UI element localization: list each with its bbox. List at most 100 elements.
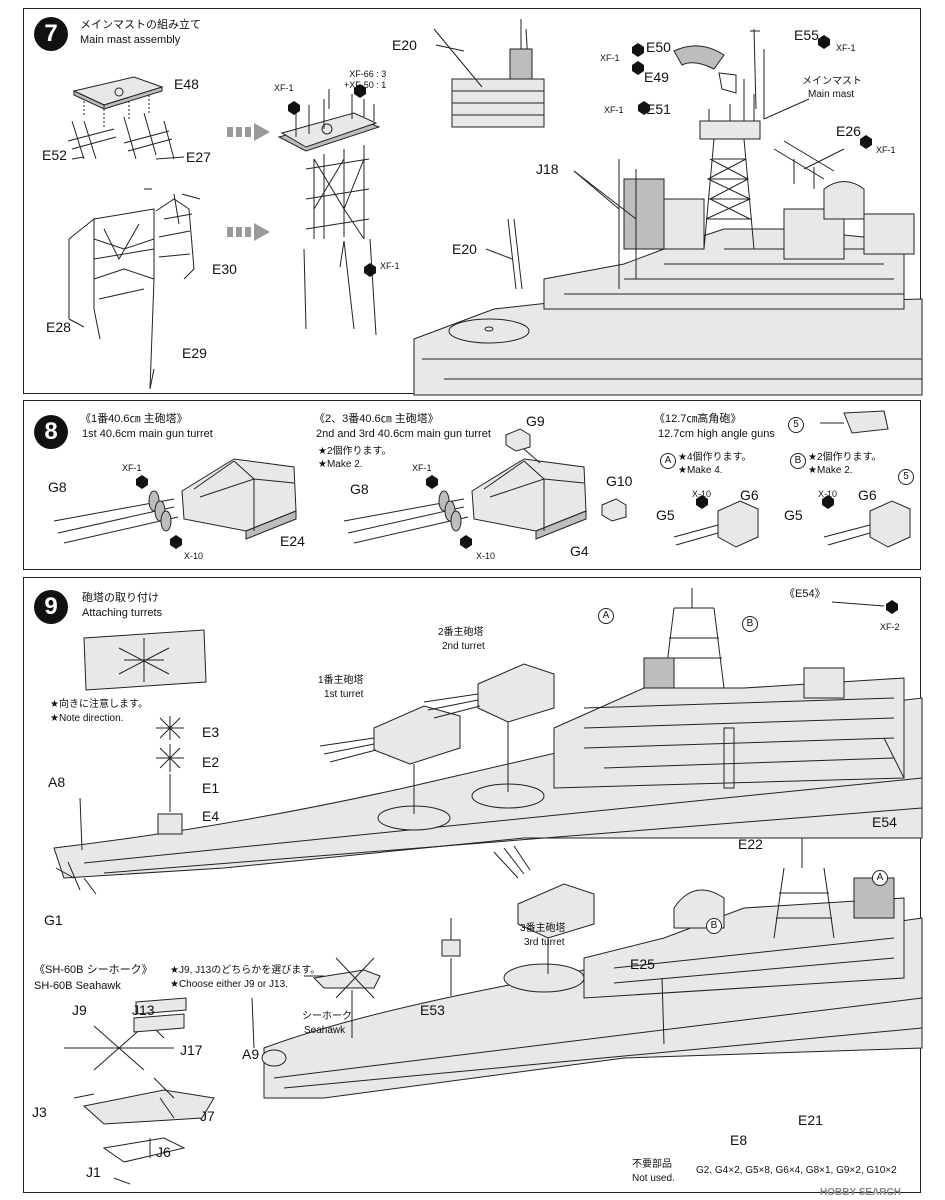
part-label-e26: E26 <box>836 123 861 139</box>
turret1-title-jp: 《1番40.6㎝ 主砲塔》 <box>80 413 188 425</box>
watermark: HOBBY SEARCH <box>820 1187 901 1198</box>
step7-number: 7 <box>34 17 68 51</box>
part-label-e1: E1 <box>202 780 220 796</box>
step9-panel: 9 砲塔の取り付け Attaching turrets ★向きに注意します。 ★… <box>23 577 923 1193</box>
step9-title-jp: 砲塔の取り付け <box>82 592 159 604</box>
step9-number: 9 <box>34 590 68 624</box>
paint-x10-a: X-10 <box>692 489 712 499</box>
part-label-e55: E55 <box>794 27 819 43</box>
direction-note-en: ★Note direction. <box>50 713 124 724</box>
e54-title: 《E54》 <box>784 588 826 600</box>
part-label-e27: E27 <box>186 149 211 165</box>
ship-main-mast-drawing <box>413 19 923 396</box>
platform-assembly-drawing <box>67 76 381 390</box>
step9-title-en: Attaching turrets <box>82 607 163 619</box>
hag-b-en: ★Make 2. <box>808 465 853 476</box>
marker-five: 5 <box>788 417 804 433</box>
turret1-title-en: 1st 40.6cm main gun turret <box>82 428 213 440</box>
part-label-j17: J17 <box>180 1042 203 1058</box>
unused-label-jp: 不要部品 <box>632 1159 672 1170</box>
step8-number: 8 <box>34 415 68 449</box>
paint-label-mix: XF-66 : 3 +XF-50 : 1 <box>344 69 387 90</box>
paint-label-xf1-e26: XF-1 <box>876 145 896 155</box>
part-label-e20-side: E20 <box>452 241 477 257</box>
part-label-g9: G9 <box>526 413 545 429</box>
marker-five-b: 5 <box>898 469 914 485</box>
marker-b: B <box>790 453 806 469</box>
paint-xf1-t1: XF-1 <box>122 463 142 473</box>
part-label-g4: G4 <box>570 543 589 559</box>
turret2-label-jp: 2番主砲塔 <box>438 627 484 638</box>
part-label-j9: J9 <box>72 1002 87 1018</box>
heli-note-jp: ★J9, J13のどちらかを選びます。 <box>170 965 321 976</box>
turret23-title-jp: 《2、3番40.6㎝ 主砲塔》 <box>314 413 439 425</box>
part-label-e48: E48 <box>174 76 199 92</box>
part-label-g6-a: G6 <box>740 487 759 503</box>
part-label-e2: E2 <box>202 754 220 770</box>
part-label-g5-a: G5 <box>656 507 675 523</box>
main-mast-label-en: Main mast <box>808 89 855 100</box>
part-label-e52: E52 <box>42 147 67 163</box>
paint-xf1-t2: XF-1 <box>412 463 432 473</box>
seahawk-small-en: Seahawk <box>304 1025 346 1036</box>
hag-title-en: 12.7cm high angle guns <box>658 428 775 440</box>
part-label-j1: J1 <box>86 1164 101 1180</box>
paint-x10-b: X-10 <box>818 489 838 499</box>
step7-title-jp: メインマストの組み立て <box>80 19 201 31</box>
part-label-e49: E49 <box>644 69 669 85</box>
part-label-g5-b: G5 <box>784 507 803 523</box>
part-label-e25: E25 <box>630 956 655 972</box>
part-label-e30: E30 <box>212 261 237 277</box>
part-label-g6-b: G6 <box>858 487 877 503</box>
part-label-e8: E8 <box>730 1132 748 1148</box>
part-label-e54: E54 <box>872 814 897 830</box>
turret1-label-jp: 1番主砲塔 <box>318 675 364 686</box>
turrets-drawing <box>53 410 911 549</box>
marker-a-aft: A <box>872 870 888 886</box>
part-label-g8-t1: G8 <box>48 479 67 495</box>
heli-title-en: SH-60B Seahawk <box>34 980 121 992</box>
hag-a-en: ★Make 4. <box>678 465 723 476</box>
part-label-e29: E29 <box>182 345 207 361</box>
part-label-e22: E22 <box>738 836 763 852</box>
heli-title-jp: 《SH-60B シーホーク》 <box>34 964 153 976</box>
paint-label-xf1-b: XF-1 <box>380 261 400 271</box>
part-label-g1: G1 <box>44 912 63 928</box>
seahawk-small-jp: シーホーク <box>302 1011 352 1022</box>
part-label-e51: E51 <box>646 101 671 117</box>
marker-b-aft: B <box>706 918 722 934</box>
paint-x10-t1: X-10 <box>184 551 204 561</box>
part-label-j7: J7 <box>200 1108 215 1124</box>
part-label-g8-t2: G8 <box>350 481 369 497</box>
paint-label-xf1-e50: XF-1 <box>600 53 620 63</box>
part-label-g10: G10 <box>606 473 633 489</box>
turret1-label-en: 1st turret <box>324 689 364 700</box>
part-label-e28: E28 <box>46 319 71 335</box>
part-label-j6: J6 <box>156 1144 171 1160</box>
heli-note-en: ★Choose either J9 or J13. <box>170 979 288 990</box>
make2-jp: ★2個作ります。 <box>318 446 392 457</box>
paint-xf2: XF-2 <box>880 622 900 632</box>
paint-label-xf1-e51: XF-1 <box>604 105 624 115</box>
turret23-title-en: 2nd and 3rd 40.6cm main gun turret <box>316 428 491 440</box>
part-label-e4: E4 <box>202 808 220 824</box>
paint-x10-t2: X-10 <box>476 551 496 561</box>
part-label-a9: A9 <box>242 1046 260 1062</box>
unused-parts-list: G2, G4×2, G5×8, G6×4, G8×1, G9×2, G10×2 <box>696 1165 897 1176</box>
marker-a: A <box>660 453 676 469</box>
marker-b-fwd: B <box>742 616 758 632</box>
part-label-e21: E21 <box>798 1112 823 1128</box>
paint-label-xf1-a: XF-1 <box>274 83 294 93</box>
make2-en: ★Make 2. <box>318 459 363 470</box>
step8-panel: 8 《1番40.6㎝ 主砲塔》 1st 40.6cm main gun turr… <box>23 400 921 570</box>
turret2-label-en: 2nd turret <box>442 641 485 652</box>
part-label-e3: E3 <box>202 724 220 740</box>
turret3-label-en: 3rd turret <box>524 937 565 948</box>
step7-panel: 7 メインマストの組み立て Main mast assembly <box>23 8 923 396</box>
hag-a-jp: ★4個作ります。 <box>678 452 752 463</box>
part-label-e24: E24 <box>280 533 305 549</box>
main-mast-label-jp: メインマスト <box>802 76 862 87</box>
step7-title-en: Main mast assembly <box>80 34 181 46</box>
hag-b-jp: ★2個作ります。 <box>808 452 882 463</box>
part-label-e50: E50 <box>646 39 671 55</box>
